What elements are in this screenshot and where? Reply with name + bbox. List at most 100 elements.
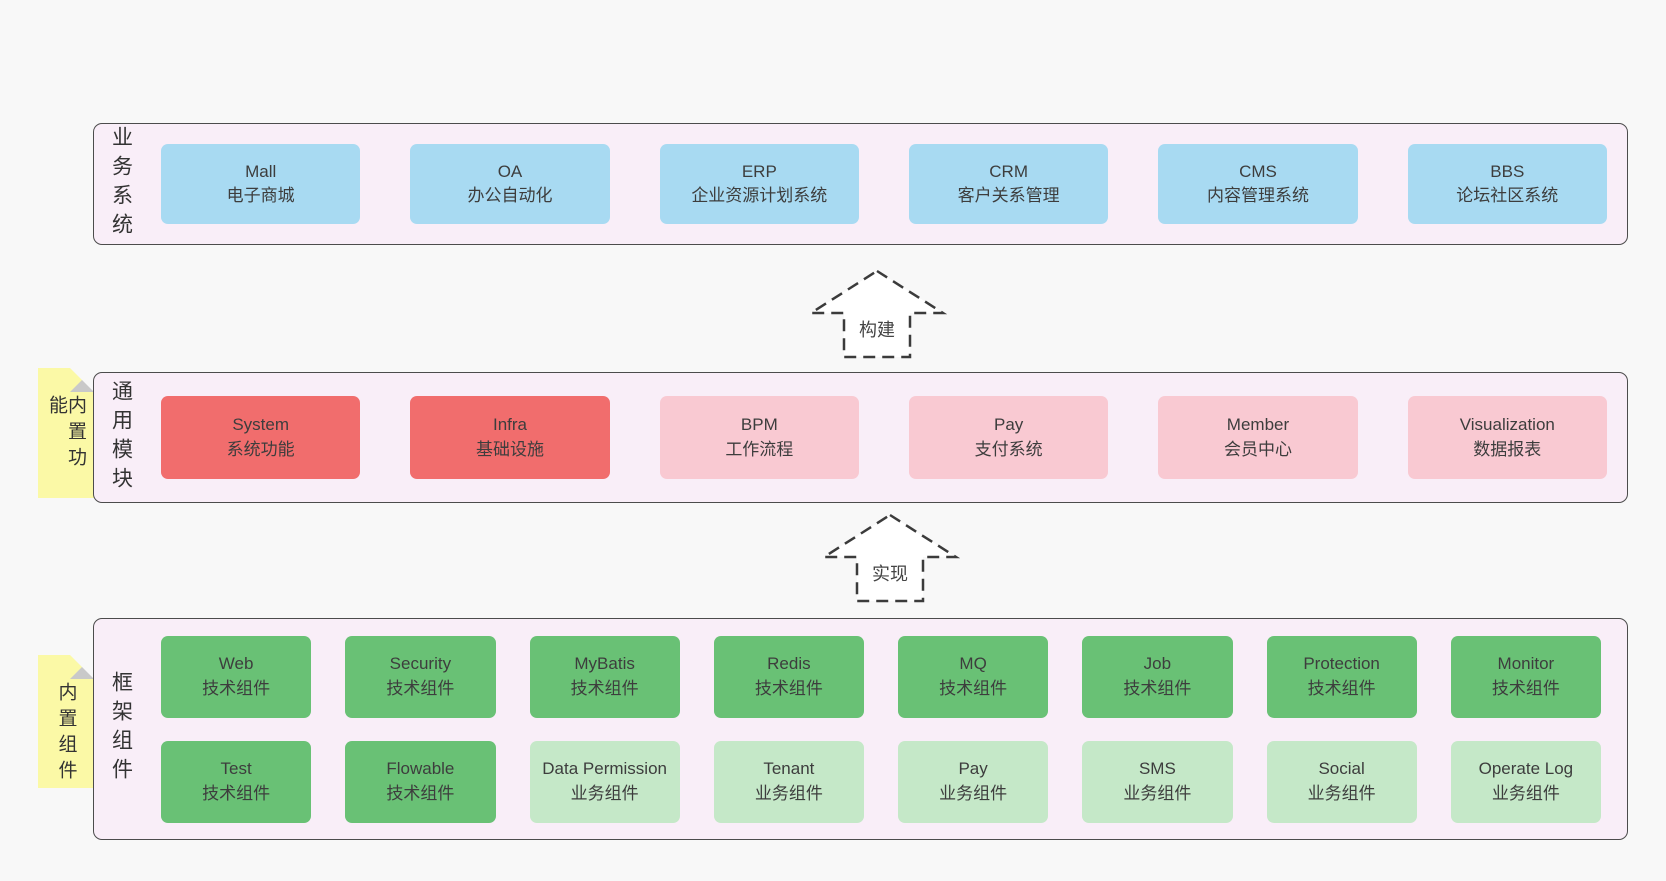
box-redis: Redis 技术组件 [713, 635, 864, 718]
box-title: Monitor [1497, 654, 1555, 674]
box-title: Visualization [1459, 415, 1555, 435]
box-title: Infra [492, 415, 527, 435]
box-title: Test [220, 759, 252, 779]
box-subtitle: 内容管理系统 [1206, 186, 1309, 205]
box-bbs: BBS 论坛社区系统 [1407, 144, 1607, 224]
box-subtitle: 技术组件 [754, 678, 823, 698]
box-social: Social 业务组件 [1266, 740, 1417, 823]
box-visualization: Visualization 数据报表 [1407, 396, 1607, 479]
layer-framework-components: 框架组件 Web 技术组件 Security 技术组件 MyBatis 技术组件… [93, 618, 1628, 840]
box-title: CRM [989, 161, 1028, 181]
box-subtitle: 支付系统 [974, 439, 1043, 459]
box-infra: Infra 基础设施 [410, 396, 610, 479]
business-boxes: Mall 电子商城 OA 办公自动化 ERP 企业资源计划系统 CRM 客户关系… [139, 124, 1627, 244]
layer-common-modules: 通用模块 System 系统功能 Infra 基础设施 BPM 工作流程 Pay… [93, 372, 1628, 503]
box-title: Protection [1303, 654, 1380, 674]
box-subtitle: 技术组件 [1123, 678, 1192, 698]
framework-row-2: Test 技术组件 Flowable 技术组件 Data Permission … [161, 740, 1601, 823]
box-subtitle: 技术组件 [1491, 678, 1560, 698]
box-data-permission: Data Permission 业务组件 [529, 740, 680, 823]
framework-row-1: Web 技术组件 Security 技术组件 MyBatis 技术组件 Redi… [161, 635, 1601, 718]
box-title: Member [1226, 415, 1290, 435]
box-protection: Protection 技术组件 [1266, 635, 1417, 718]
box-job: Job 技术组件 [1082, 635, 1233, 718]
box-subtitle: 会员中心 [1223, 439, 1292, 459]
note-text: 内置组件 [55, 682, 77, 786]
box-web: Web 技术组件 [161, 635, 312, 718]
box-cms: CMS 内容管理系统 [1158, 144, 1358, 224]
box-title: Operate Log [1478, 759, 1574, 779]
box-title: Mall [245, 161, 277, 181]
box-subtitle: 业务组件 [570, 783, 639, 803]
box-subtitle: 业务组件 [754, 783, 823, 803]
box-title: BBS [1490, 161, 1525, 181]
box-subtitle: 数据报表 [1473, 439, 1542, 459]
box-subtitle: 技术组件 [1307, 678, 1376, 698]
box-title: MyBatis [574, 654, 635, 674]
box-subtitle: 技术组件 [386, 678, 455, 698]
box-title: Flowable [386, 759, 455, 779]
box-subtitle: 业务组件 [1123, 783, 1192, 803]
box-subtitle: 基础设施 [475, 439, 544, 459]
box-oa: OA 办公自动化 [410, 144, 610, 224]
layer-business-systems: 业务系统 Mall 电子商城 OA 办公自动化 ERP 企业资源计划系统 CRM… [93, 123, 1628, 245]
box-subtitle: 业务组件 [939, 783, 1008, 803]
box-title: Job [1143, 654, 1172, 674]
box-security: Security 技术组件 [345, 635, 496, 718]
box-title: Data Permission [542, 759, 667, 779]
box-title: Tenant [763, 759, 815, 779]
box-subtitle: 企业资源计划系统 [691, 186, 828, 205]
box-subtitle: 技术组件 [939, 678, 1008, 698]
box-mall: Mall 电子商城 [161, 144, 361, 224]
box-monitor: Monitor 技术组件 [1450, 635, 1601, 718]
box-title: SMS [1138, 759, 1176, 779]
box-subtitle: 系统功能 [226, 439, 295, 459]
framework-rows: Web 技术组件 Security 技术组件 MyBatis 技术组件 Redi… [139, 619, 1627, 839]
box-title: Web [218, 654, 254, 674]
box-subtitle: 业务组件 [1307, 783, 1376, 803]
box-subtitle: 客户关系管理 [957, 186, 1060, 205]
box-title: Social [1318, 759, 1365, 779]
box-title: CMS [1239, 161, 1277, 181]
box-subtitle: 技术组件 [386, 783, 455, 803]
build-arrow-icon: 构建 [807, 269, 947, 359]
box-pay-module: Pay 支付系统 [908, 396, 1109, 479]
box-operate-log: Operate Log 业务组件 [1450, 740, 1601, 823]
box-subtitle: 技术组件 [570, 678, 639, 698]
box-subtitle: 工作流程 [725, 439, 794, 459]
box-test: Test 技术组件 [161, 740, 312, 823]
box-system: System 系统功能 [161, 396, 361, 479]
box-erp: ERP 企业资源计划系统 [659, 144, 859, 224]
box-title: Security [389, 654, 452, 674]
layer-label-framework: 框架组件 [109, 671, 133, 787]
layer-label-business: 业务系统 [109, 126, 133, 242]
box-title: MQ [959, 654, 987, 674]
box-title: Redis [767, 654, 811, 674]
box-title: BPM [740, 415, 778, 435]
box-subtitle: 论坛社区系统 [1456, 186, 1559, 205]
box-subtitle: 业务组件 [1491, 783, 1560, 803]
box-subtitle: 技术组件 [202, 678, 271, 698]
box-crm: CRM 客户关系管理 [908, 144, 1109, 224]
box-mybatis: MyBatis 技术组件 [529, 635, 680, 718]
box-title: ERP [741, 161, 777, 181]
note-text: 内置功能 [46, 395, 86, 473]
note-builtin-features: 内置功能 [38, 368, 94, 498]
module-boxes: System 系统功能 Infra 基础设施 BPM 工作流程 Pay 支付系统… [139, 373, 1627, 502]
build-arrow-label: 构建 [859, 320, 895, 340]
implement-arrow-icon: 实现 [820, 513, 960, 603]
box-bpm: BPM 工作流程 [659, 396, 859, 479]
box-title: OA [497, 161, 523, 181]
note-builtin-components: 内置组件 [38, 655, 94, 788]
layer-label-modules: 通用模块 [109, 379, 133, 496]
box-title: Pay [958, 759, 988, 779]
implement-arrow-label: 实现 [872, 564, 908, 584]
box-pay-component: Pay 业务组件 [898, 740, 1049, 823]
box-title: System [232, 415, 289, 435]
box-sms: SMS 业务组件 [1082, 740, 1233, 823]
box-subtitle: 办公自动化 [467, 186, 553, 205]
box-subtitle: 电子商城 [226, 186, 295, 205]
box-subtitle: 技术组件 [202, 783, 271, 803]
box-title: Pay [994, 415, 1024, 435]
box-member: Member 会员中心 [1158, 396, 1358, 479]
